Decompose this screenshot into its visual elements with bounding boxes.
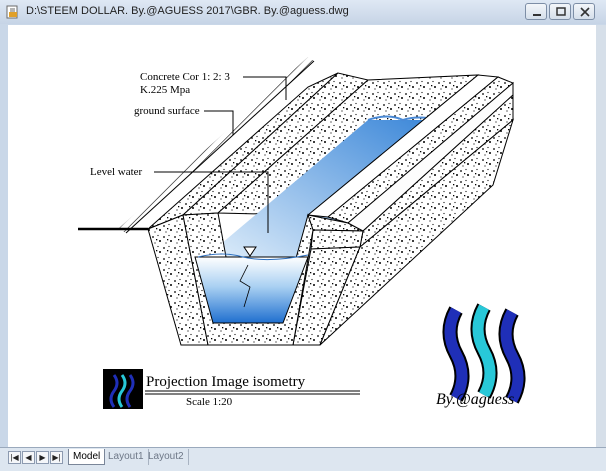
- canal-channel: [196, 74, 480, 265]
- author-signature: By.@aguess: [436, 391, 514, 408]
- tab-layout2[interactable]: Layout2: [144, 449, 189, 465]
- label-ground-surface: ground surface: [134, 105, 200, 117]
- layout-tab-bar: |◀ ◀ ▶ ▶| Model Layout1 Layout2: [0, 447, 606, 471]
- minimize-icon: [533, 14, 541, 16]
- small-logo: [103, 369, 143, 409]
- drawing-file-icon: [6, 5, 18, 19]
- canal-section: [182, 212, 314, 346]
- restore-button[interactable]: [549, 3, 571, 20]
- ground-line: [78, 57, 315, 234]
- canal-left-wall: [147, 72, 370, 346]
- label-concrete-mix: Concrete Cor 1: 2: 3: [140, 71, 230, 83]
- label-level-water: Level water: [90, 166, 143, 178]
- previous-tab-icon[interactable]: ◀: [22, 451, 35, 464]
- minimize-button[interactable]: [525, 3, 547, 20]
- first-tab-icon[interactable]: |◀: [8, 451, 21, 464]
- drawing-scale: Scale 1:20: [186, 396, 233, 408]
- tab-layout1[interactable]: Layout1: [104, 449, 149, 465]
- last-tab-icon[interactable]: ▶|: [50, 451, 63, 464]
- label-concrete-strength: K.225 Mpa: [140, 84, 190, 96]
- leader-lines: [154, 76, 287, 233]
- close-icon: [580, 7, 590, 17]
- close-button[interactable]: [573, 3, 595, 20]
- title-bar[interactable]: D:\STEEM DOLLAR. By.@AGUESS 2017\GBR. By…: [0, 0, 606, 24]
- window-title: D:\STEEM DOLLAR. By.@AGUESS 2017\GBR. By…: [26, 5, 349, 17]
- restore-icon: [556, 7, 566, 16]
- drawing-canvas[interactable]: Concrete Cor 1: 2: 3 K.225 Mpa ground su…: [8, 25, 596, 447]
- tab-model[interactable]: Model: [68, 449, 106, 465]
- canal-right-wall: [292, 74, 514, 346]
- vertical-scrollbar[interactable]: [596, 25, 606, 447]
- author-logo: [442, 303, 526, 404]
- drawing-title: Projection Image isometry: [146, 374, 306, 390]
- drawing-svg: Concrete Cor 1: 2: 3 K.225 Mpa ground su…: [78, 57, 526, 409]
- next-tab-icon[interactable]: ▶: [36, 451, 49, 464]
